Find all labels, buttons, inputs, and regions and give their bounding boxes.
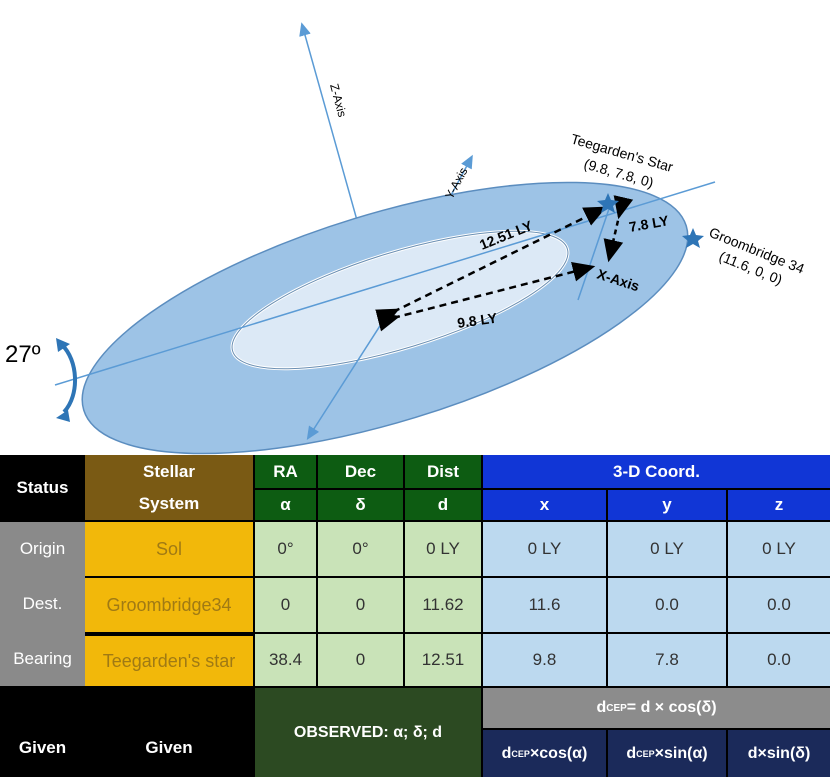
row-origin-dec: 0° [318,522,403,576]
footer-observed: OBSERVED: α; δ; d [255,688,481,777]
row-dest-status: Dest. [0,576,85,632]
row-dest-system: Groombridge34 [85,576,253,632]
fx-sub: CEP [511,748,530,759]
coordinates-table: Status Stellar System RA Dec Dist 3-D Co… [0,455,830,777]
footer-given-system: Given [85,688,253,777]
footer-fz: d×sin(δ) [728,730,830,777]
formula-rest: = d × cos(δ) [626,699,717,716]
d-header: d [405,490,481,520]
alpha-header: α [255,490,316,520]
row-origin-y: 0 LY [608,522,726,576]
row-origin-ra: 0° [255,522,316,576]
row-dest-dec: 0 [318,578,403,632]
fx-rest: ×cos(α) [529,744,588,762]
formula-sub: CEP [606,702,627,714]
row-bearing-status: Bearing [0,632,85,686]
row-bearing-y: 7.8 [608,634,726,686]
row-dest-x: 11.6 [483,578,606,632]
ra-header: RA [255,455,316,488]
y-header: y [608,490,726,520]
row-dest-z: 0.0 [728,578,830,632]
row-origin-system: Sol [85,522,253,576]
fy-rest: ×sin(α) [654,744,708,762]
coord-header: 3-D Coord. [483,455,830,488]
stellar-header-2: System [85,488,253,520]
stellar-header-1: Stellar [85,455,253,488]
row-bearing-z: 0.0 [728,634,830,686]
row-origin-z: 0 LY [728,522,830,576]
delta-header: δ [318,490,403,520]
teegarden-star-icon [597,193,619,213]
dist-header: Dist [405,455,481,488]
fx-d: d [501,744,512,762]
row-origin-x: 0 LY [483,522,606,576]
fy-d: d [626,744,637,762]
formula-d: d [596,699,607,716]
dec-header: Dec [318,455,403,488]
y-dist-label: 7.8 LY [628,212,671,235]
footer-given-status: Given [0,688,85,777]
row-origin-status: Origin [0,522,85,576]
z-header: z [728,490,830,520]
galactic-plane-diagram: Z-Axis Y-Axis X-Axis Teegarden's Star (9… [5,22,807,455]
y-dist-arrow [603,195,634,263]
row-dest-y: 0.0 [608,578,726,632]
x-dist-label: 9.8 LY [456,309,498,330]
row-dest-dist: 11.62 [405,578,481,632]
fy-sub: CEP [636,748,655,759]
status-header: Status [0,455,85,520]
x-header: x [483,490,606,520]
row-bearing-ra: 38.4 [255,634,316,686]
x-dist-arrow [375,262,596,332]
tilt-angle-label: 27º [5,341,41,368]
row-dest-ra: 0 [255,578,316,632]
row-bearing-dist: 12.51 [405,634,481,686]
row-origin-dist: 0 LY [405,522,481,576]
row-bearing-dec: 0 [318,634,403,686]
z-axis-label: Z-Axis [327,82,349,118]
rotation-arrow-icon [60,343,78,414]
groombridge-star-icon [682,228,704,248]
y-axis-lower [306,317,386,441]
row-bearing-system: Teegarden's star [85,634,253,686]
row-bearing-x: 9.8 [483,634,606,686]
